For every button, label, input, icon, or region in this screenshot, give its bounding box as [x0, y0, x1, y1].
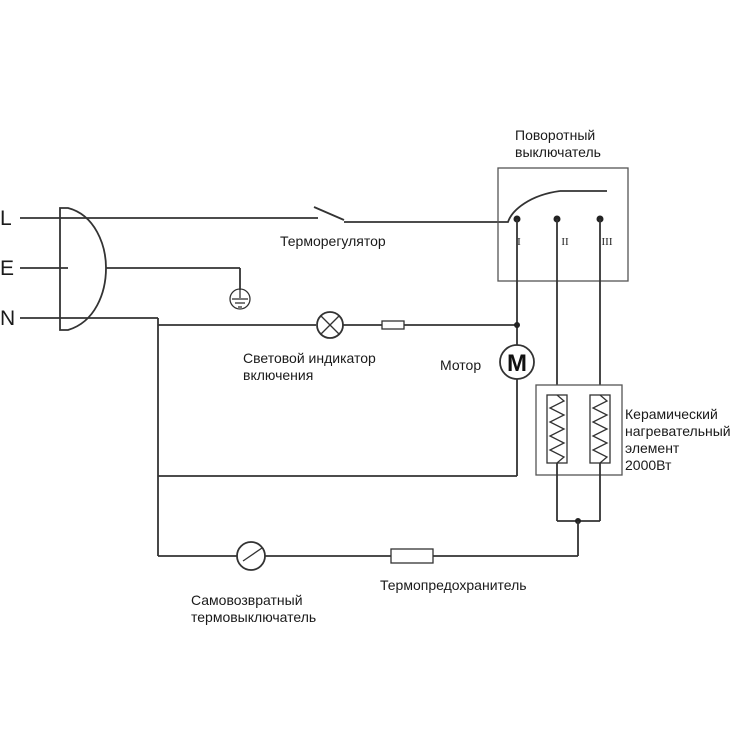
terminal-N: N	[0, 307, 16, 330]
indicator-resistor	[381, 320, 405, 330]
rotary-switch-label: Поворотный выключатель	[515, 127, 601, 160]
switch-position-2: II	[561, 236, 569, 248]
terminal-E: E	[0, 257, 15, 280]
heater-label: Керамический нагревательный элемент 2000…	[625, 406, 731, 473]
thermal-fuse	[390, 548, 434, 564]
heater-coil-1	[546, 394, 568, 464]
motor-symbol: M	[507, 350, 527, 377]
thermostat-switch-blade	[313, 206, 345, 221]
indicator-lamp-icon	[316, 311, 344, 339]
heater-box	[535, 384, 623, 476]
indicator-label: Световой индикатор включения	[243, 350, 376, 383]
motor-label: Мотор	[440, 357, 482, 373]
ground-icon	[229, 288, 251, 310]
reset-switch-label: Самовозвратный термовыключатель	[191, 592, 317, 625]
switch-position-3: III	[602, 236, 613, 248]
thermal-fuse-label: Термопредохранитель	[380, 577, 527, 593]
switch-position-1: I	[517, 236, 521, 248]
junction-dot	[514, 322, 520, 328]
thermostat-label: Терморегулятор	[280, 233, 386, 249]
switch-input-wire	[500, 190, 561, 223]
rotary-switch-box	[497, 167, 629, 282]
terminal-L: L	[0, 207, 12, 230]
plug-connector	[59, 207, 107, 331]
heater-coil-2	[589, 394, 611, 464]
reset-thermal-switch-icon	[236, 541, 266, 571]
